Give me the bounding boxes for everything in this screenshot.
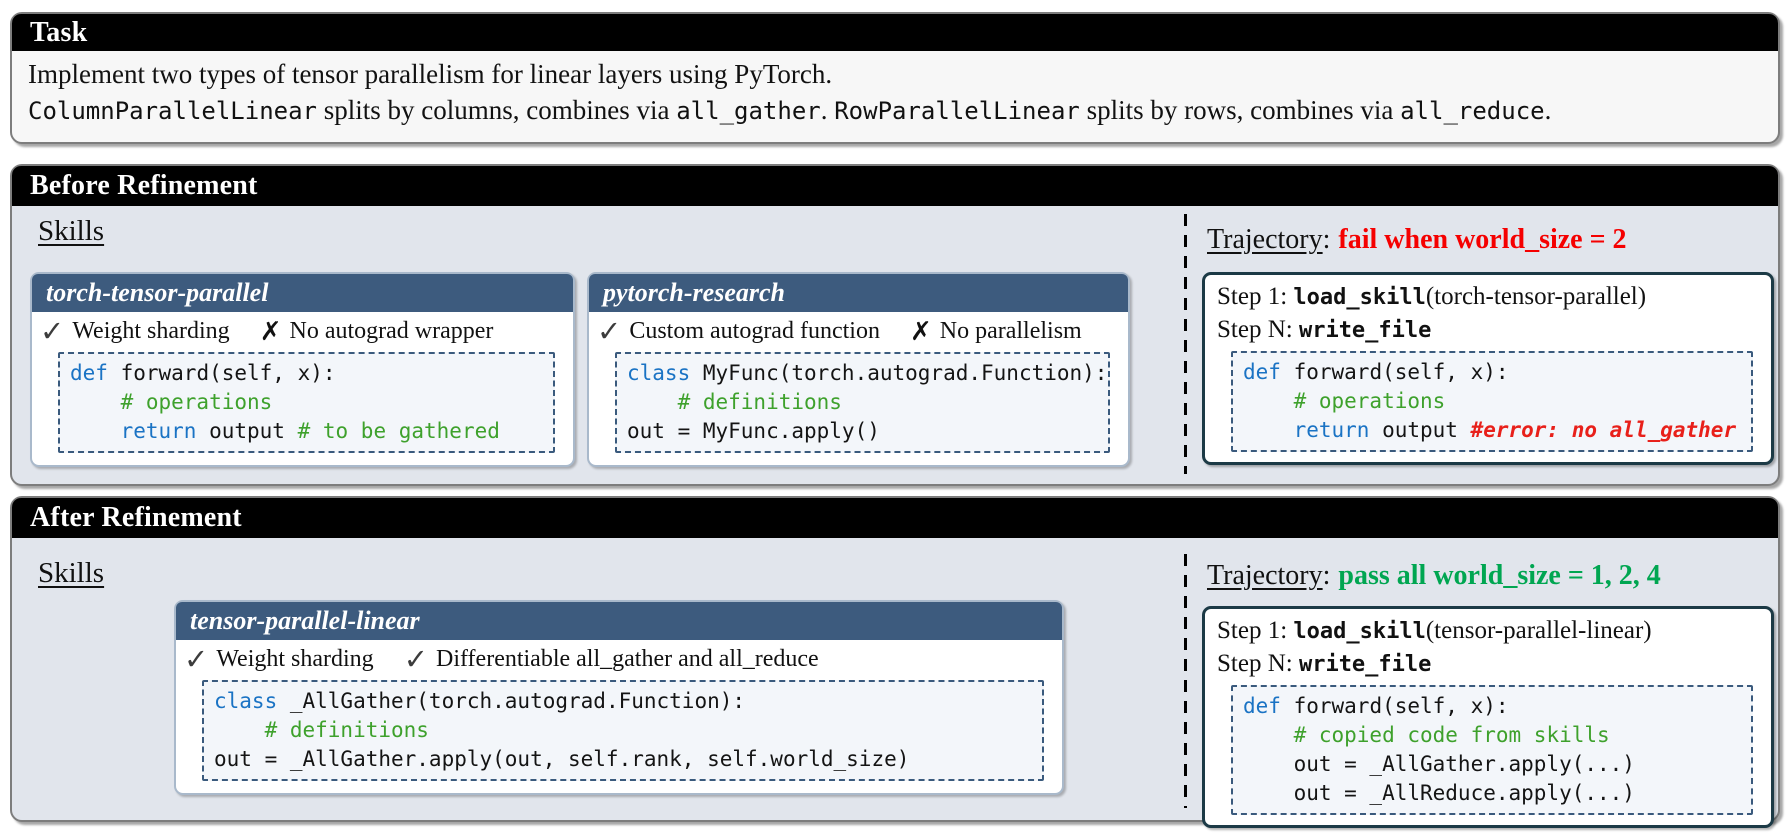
check-icon: ✓ bbox=[40, 314, 65, 348]
trajectory-step-1: Step 1: load_skill(torch-tensor-parallel… bbox=[1217, 283, 1647, 310]
check-icon: ✓ bbox=[403, 642, 428, 676]
after-refinement-header-label: After Refinement bbox=[30, 502, 242, 533]
cross-icon: ✗ bbox=[259, 316, 282, 347]
task-line-2: ColumnParallelLinear splits by columns, … bbox=[28, 95, 1552, 125]
skill-card-title-bar: torch-tensor-parallel bbox=[32, 274, 573, 312]
tick-item: ✓ Differentiable all_gather and all_redu… bbox=[404, 645, 819, 674]
check-icon: ✓ bbox=[597, 314, 622, 348]
tick-label: No autograd wrapper bbox=[289, 318, 494, 344]
after-refinement-body: Skills tensor-parallel-linear ✓ Weight s… bbox=[12, 538, 1778, 828]
task-panel: Task Implement two types of tensor paral… bbox=[10, 12, 1780, 144]
skill-code-block: class _AllGather(torch.autograd.Function… bbox=[202, 680, 1044, 781]
tick-item: ✓ Weight sharding bbox=[184, 645, 374, 674]
cross-icon: ✗ bbox=[909, 316, 932, 347]
skills-heading: Skills bbox=[38, 215, 105, 247]
before-refinement-panel: Before Refinement Skills torch-tensor-pa… bbox=[10, 164, 1780, 486]
skill-card-title-bar: tensor-parallel-linear bbox=[176, 602, 1062, 640]
skill-card-torch-tensor-parallel: torch-tensor-parallel ✓ Weight sharding … bbox=[30, 272, 575, 467]
trajectory-status-fail: fail when world_size = 2 bbox=[1338, 224, 1627, 255]
skill-card-pytorch-research: pytorch-research ✓ Custom autograd funct… bbox=[587, 272, 1130, 467]
tick-label: Differentiable all_gather and all_reduce bbox=[436, 646, 819, 672]
before-refinement-body: Skills torch-tensor-parallel ✓ Weight sh… bbox=[12, 206, 1778, 484]
tick-item: ✗ No parallelism bbox=[910, 318, 1082, 345]
tick-label: Custom autograd function bbox=[629, 318, 880, 344]
task-header-label: Task bbox=[30, 16, 88, 48]
skill-card-title-bar: pytorch-research bbox=[589, 274, 1128, 312]
trajectory-label: Trajectory bbox=[1207, 560, 1323, 591]
skill-code-block: def forward(self, x): # operations retur… bbox=[58, 352, 555, 453]
tick-item: ✗ No autograd wrapper bbox=[260, 318, 494, 345]
tick-item: ✓ Weight sharding bbox=[40, 317, 230, 346]
skill-code-block: class MyFunc(torch.autograd.Function): #… bbox=[615, 352, 1110, 453]
dashed-divider bbox=[1184, 554, 1187, 808]
after-refinement-header: After Refinement bbox=[12, 498, 1778, 538]
trajectory-code-block: def forward(self, x): # copied code from… bbox=[1231, 685, 1753, 815]
skill-ticks: ✓ Weight sharding ✗ No autograd wrapper bbox=[32, 312, 573, 347]
trajectory-box: Step 1: load_skill(torch-tensor-parallel… bbox=[1202, 272, 1774, 465]
trajectory-heading: Trajectory:pass all world_size = 1, 2, 4 bbox=[1207, 560, 1661, 592]
tick-label: Weight sharding bbox=[72, 318, 230, 344]
trajectory-separator: : bbox=[1322, 560, 1331, 591]
skill-card-tensor-parallel-linear: tensor-parallel-linear ✓ Weight sharding… bbox=[174, 600, 1064, 795]
trajectory-step-1: Step 1: load_skill(tensor-parallel-linea… bbox=[1217, 617, 1652, 644]
trajectory-code-block: def forward(self, x): # operations retur… bbox=[1231, 351, 1753, 452]
trajectory-step-n: Step N: write_file bbox=[1217, 316, 1432, 343]
trajectory-box: Step 1: load_skill(tensor-parallel-linea… bbox=[1202, 606, 1774, 828]
task-line-1: Implement two types of tensor parallelis… bbox=[28, 59, 833, 89]
trajectory-separator: : bbox=[1322, 224, 1331, 255]
trajectory-status-pass: pass all world_size = 1, 2, 4 bbox=[1338, 560, 1661, 591]
trajectory-step-n: Step N: write_file bbox=[1217, 650, 1432, 677]
before-refinement-header-label: Before Refinement bbox=[30, 170, 258, 201]
tick-item: ✓ Custom autograd function bbox=[597, 317, 880, 346]
skills-heading: Skills bbox=[38, 557, 105, 589]
check-icon: ✓ bbox=[184, 642, 209, 676]
trajectory-heading: Trajectory:fail when world_size = 2 bbox=[1207, 224, 1627, 256]
skill-ticks: ✓ Custom autograd function ✗ No parallel… bbox=[589, 312, 1128, 347]
after-refinement-panel: After Refinement Skills tensor-parallel-… bbox=[10, 496, 1780, 828]
task-body: Implement two types of tensor parallelis… bbox=[12, 51, 1778, 129]
skill-card-title: pytorch-research bbox=[603, 278, 785, 307]
trajectory-label: Trajectory bbox=[1207, 224, 1323, 255]
before-refinement-header: Before Refinement bbox=[12, 166, 1778, 206]
skill-ticks: ✓ Weight sharding ✓ Differentiable all_g… bbox=[176, 640, 1062, 675]
task-header: Task bbox=[12, 14, 1778, 51]
skill-card-title: tensor-parallel-linear bbox=[190, 606, 420, 635]
skill-card-title: torch-tensor-parallel bbox=[46, 278, 269, 307]
dashed-divider bbox=[1184, 214, 1187, 474]
tick-label: Weight sharding bbox=[216, 646, 374, 672]
tick-label: No parallelism bbox=[939, 318, 1082, 344]
